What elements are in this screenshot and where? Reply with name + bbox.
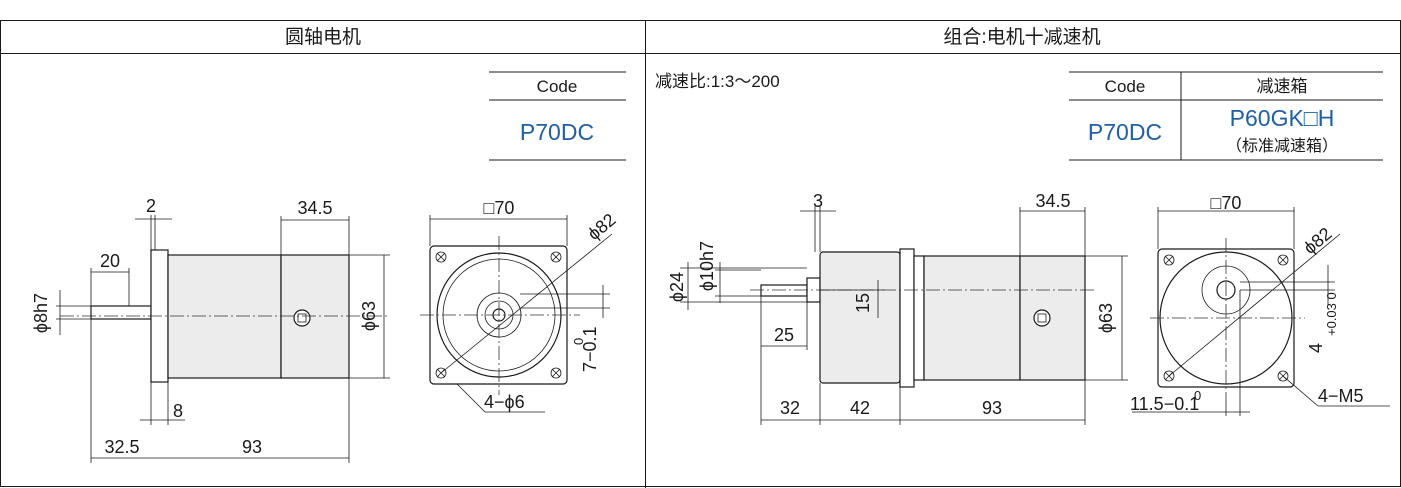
dim-shaft-20: 20: [100, 251, 120, 271]
dim-r-holes: 4−M5: [1318, 386, 1364, 406]
left-motor-side-view: 2 20 34.5 ϕ63 ϕ8h7 8 32.5 93: [31, 196, 390, 463]
left-code-table: Code P70DC: [489, 71, 626, 161]
left-code-header: Code: [537, 77, 578, 96]
dim-r-offset: 11.5−0.1: [1130, 394, 1199, 414]
reduction-ratio: 减速比:1:3～200: [655, 72, 780, 91]
dim-body-dia: ϕ63: [359, 301, 379, 331]
dim-r-rear-34-5: 34.5: [1035, 191, 1070, 211]
dim-r-flange-3: 3: [813, 191, 823, 211]
dim-r-shaft-dia: ϕ10h7: [697, 241, 717, 291]
dim-r-pcd-82: ϕ82: [1300, 223, 1336, 258]
dim-holes: 4−ϕ6: [484, 392, 525, 412]
dim-r-gear-42: 42: [850, 398, 870, 418]
right-code-table: Code 减速箱 P70DC P60GK□H （标准减速箱）: [1069, 71, 1383, 161]
gearbox-header: 减速箱: [1257, 77, 1308, 96]
dim-r-body-dia: ϕ63: [1096, 303, 1116, 333]
gearbox-value: P60GK□H: [1230, 105, 1335, 131]
dim-front-32-5: 32.5: [104, 437, 139, 457]
dim-r-body-93: 93: [982, 398, 1002, 418]
dim-key-7: 7−0.1: [580, 326, 600, 372]
left-panel-title: 圆轴电机: [285, 26, 361, 48]
dim-r-key-4: 4: [1306, 343, 1326, 353]
dim-r-square-70: □70: [1211, 193, 1242, 213]
dim-r-key-tol: +0.03 0: [1324, 292, 1339, 336]
dim-r-offset-tol: 0: [1194, 388, 1201, 403]
right-panel-title: 组合:电机十减速机: [943, 26, 1100, 48]
right-code-value: P70DC: [1088, 119, 1162, 145]
left-code-value: P70DC: [520, 119, 594, 145]
dim-shaft-dia: ϕ8h7: [31, 293, 51, 333]
dim-square-70: □70: [484, 198, 515, 218]
right-gearmotor-side-view: 3 34.5 ϕ10h7 ϕ24 15 25 32 42 93: [667, 191, 1128, 425]
dim-flange-8: 8: [173, 401, 183, 421]
dim-r-key-15: 15: [853, 293, 873, 313]
right-gearmotor-front-view: □70 ϕ82 4 +0.03 0 11.5−0.1 0 4−M5: [1130, 193, 1390, 416]
dim-key-tol: 0: [571, 338, 586, 345]
dim-body-93: 93: [242, 437, 262, 457]
gearbox-note: （标准减速箱）: [1226, 137, 1338, 155]
dim-pcd-82: ϕ82: [584, 209, 620, 244]
dim-flange-2: 2: [146, 196, 156, 216]
left-motor-front-view: □70 ϕ82 4−ϕ6 7−0.1 0: [420, 198, 620, 413]
right-code-header: Code: [1105, 77, 1146, 96]
dim-r-front-32: 32: [780, 398, 800, 418]
dim-r-boss-dia: ϕ24: [667, 272, 687, 302]
dim-r-shaft-25: 25: [774, 325, 794, 345]
dim-rear-34-5: 34.5: [297, 198, 332, 218]
